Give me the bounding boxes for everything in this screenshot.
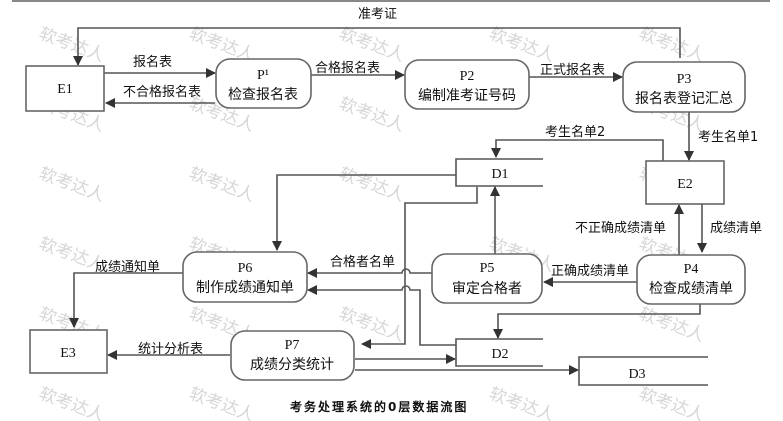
process-p3-name: 报名表登记汇总 — [635, 91, 733, 107]
process-p2-id: P2 — [460, 69, 475, 84]
process-p5: P5 审定合格者 — [431, 253, 543, 304]
flow-p3-e1 — [73, 27, 681, 66]
watermark: 软考达人 — [186, 164, 257, 206]
flow-p5-p6 — [307, 268, 432, 278]
flow-d1-p6 — [272, 174, 456, 251]
flow-label-chengjiqingdan: 成绩清单 — [710, 221, 762, 236]
flow-label-hegezhe: 合格者名单 — [330, 254, 395, 270]
watermark: 软考达人 — [636, 24, 707, 66]
process-p6-id: P6 — [238, 261, 253, 276]
flow-label-kaosheng2: 考生名单2 — [545, 124, 605, 140]
datastore-d2: D2 — [455, 338, 543, 367]
watermark: 软考达人 — [636, 304, 707, 346]
flow-label-zhengque: 正确成绩清单 — [551, 264, 629, 279]
flow-label-tongzhidan: 成绩通知单 — [95, 259, 160, 275]
datastore-d2-label: D2 — [491, 347, 508, 362]
process-p6-name: 制作成绩通知单 — [196, 279, 294, 296]
watermark: 软考达人 — [336, 164, 407, 206]
process-p1-name: 检查报名表 — [228, 87, 298, 103]
process-p7-id: P7 — [285, 338, 300, 353]
flow-label-baomingbiao: 报名表 — [133, 54, 172, 70]
flow-label-buzhengque: 不正确成绩清单 — [575, 221, 666, 236]
entity-e3: E3 — [29, 329, 108, 374]
watermark: 软考达人 — [36, 164, 107, 206]
process-p3: P3 报名表登记汇总 — [622, 61, 746, 113]
process-p6: P6 制作成绩通知单 — [182, 251, 308, 303]
process-p4-name: 检查成绩清单 — [649, 281, 733, 297]
process-p7-name: 成绩分类统计 — [250, 357, 334, 373]
flow-label-kaosheng1: 考生名单1 — [698, 129, 758, 145]
watermark: 软考达人 — [36, 384, 107, 421]
process-p7: P7 成绩分类统计 — [230, 330, 355, 381]
watermark: 软考达人 — [186, 384, 257, 421]
process-p2: P2 编制准考证号码 — [404, 59, 530, 110]
entity-e2: E2 — [645, 160, 725, 205]
entity-e1: E1 — [25, 65, 105, 112]
process-p4-id: P4 — [684, 262, 699, 277]
watermark: 软考达人 — [336, 94, 407, 136]
flow-p4-d2 — [493, 304, 701, 339]
flow-d2-p6 — [307, 285, 456, 346]
entity-e2-label: E2 — [677, 177, 693, 192]
process-p5-name: 审定合格者 — [452, 281, 522, 297]
datastore-d1-label: D1 — [491, 167, 508, 182]
datastore-d3-label: D3 — [628, 367, 645, 382]
entity-e3-label: E3 — [60, 346, 76, 361]
diagram-caption: 考务处理系统的0层数据流图 — [290, 399, 468, 414]
flow-label-hege: 合格报名表 — [315, 60, 380, 76]
process-p2-name: 编制准考证号码 — [418, 88, 516, 104]
flow-label-buhege: 不合格报名表 — [123, 84, 201, 100]
process-p3-id: P3 — [677, 72, 692, 87]
process-p5-id: P5 — [480, 261, 495, 276]
flow-label-tongji: 统计分析表 — [138, 342, 203, 357]
flow-p6-e3 — [69, 272, 183, 328]
flow-e2-d1 — [491, 139, 664, 161]
entity-e1-label: E1 — [57, 82, 73, 97]
process-p1: P¹ 检查报名表 — [215, 58, 312, 109]
watermark: 软考达人 — [486, 384, 557, 421]
watermark: 软考达人 — [336, 24, 407, 66]
process-p4: P4 检查成绩清单 — [636, 254, 746, 305]
datastore-d3: D3 — [578, 356, 708, 386]
process-p1-id: P¹ — [257, 68, 269, 83]
watermark: 软考达人 — [636, 384, 707, 421]
flow-d1-p7 — [361, 187, 478, 349]
watermark: 软考达人 — [36, 24, 107, 66]
flow-label-zhunkaozheng: 准考证 — [358, 7, 397, 22]
datastore-d1: D1 — [455, 158, 543, 187]
flow-label-zhengshi: 正式报名表 — [540, 62, 605, 78]
